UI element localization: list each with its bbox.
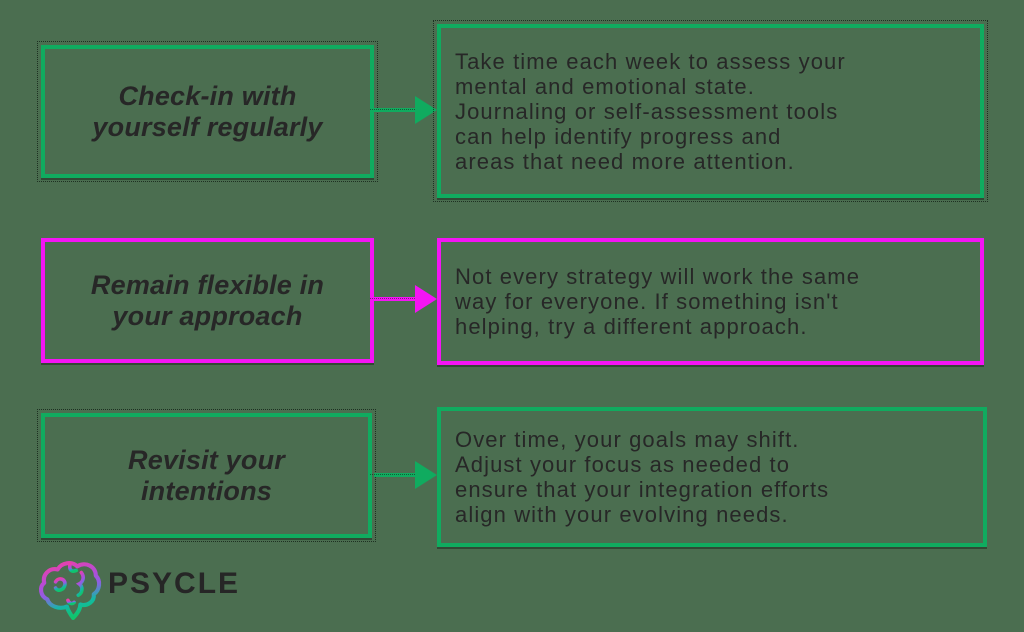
description-box-checkin: Take time each week to assess your menta… [433,20,988,202]
arrow-head [415,96,437,124]
description-line: align with your evolving needs. [455,502,789,527]
description-line: Not every strategy will work the same [455,264,861,289]
description-line: Adjust your focus as needed to [455,452,791,477]
title-line: Revisit your [128,445,285,476]
description-line: ensure that your integration efforts [455,477,830,502]
description-line: Journaling or self-assessment tools [455,98,839,124]
arrow-head [415,461,437,489]
title-text: Revisit your intentions [128,445,285,505]
title-line: Check-in with [118,81,297,112]
title-line: your approach [112,300,303,331]
description-line: areas that need more attention. [455,148,795,174]
description-text: Take time each week to assess your menta… [455,49,846,174]
description-line: Over time, your goals may shift. [455,427,800,452]
arrow-stem [370,473,421,477]
description-line: mental and emotional state. [455,73,755,99]
title-box-checkin: Check-in with yourself regularly [37,41,378,182]
description-text: Not every strategy will work the same wa… [455,264,860,339]
arrow-right-icon [370,285,437,313]
description-line: Take time each week to assess your [455,48,846,74]
description-line: helping, try a different approach. [455,314,808,339]
title-text: Check-in with yourself regularly [92,81,322,141]
brain-gradient-icon [38,561,102,620]
title-box-revisit: Revisit your intentions [37,409,376,542]
title-text: Remain flexible in your approach [91,270,324,330]
title-line: intentions [140,475,272,506]
description-text: Over time, your goals may shift. Adjust … [455,427,829,527]
arrow-right-icon [370,96,437,124]
arrow-stem [370,108,421,112]
title-line: Remain flexible in [90,270,325,301]
arrow-right-icon [370,461,437,489]
description-line: can help identify progress and [455,123,782,149]
brand-name: PSYCLE [108,567,241,600]
description-box-flexible: Not every strategy will work the same wa… [437,238,984,365]
arrow-stem [370,297,421,301]
title-box-flexible: Remain flexible in your approach [41,238,374,363]
psycle-logo: PSYCLE [36,554,240,622]
description-box-revisit: Over time, your goals may shift. Adjust … [437,407,987,547]
description-line: way for everyone. If something isn't [455,289,839,314]
arrow-head [415,285,437,313]
title-line: yourself regularly [92,111,323,142]
